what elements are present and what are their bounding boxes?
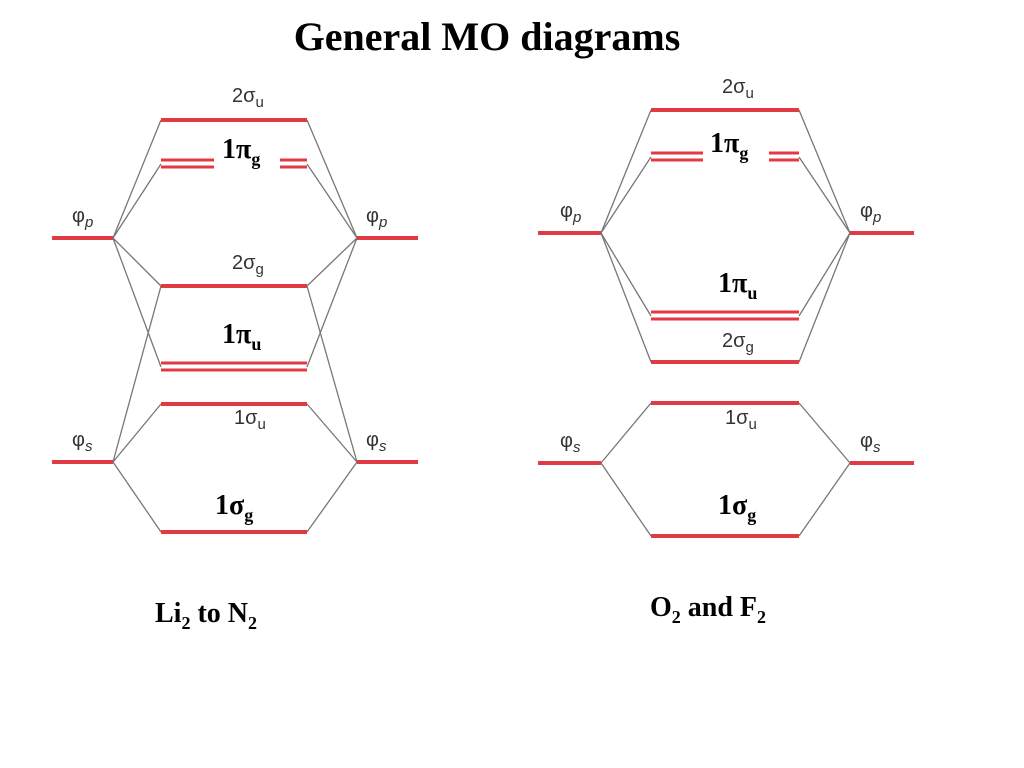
connector-line — [306, 163, 358, 239]
label-phi-p-left: φp — [72, 205, 93, 231]
diagram-li2-n2: φp φp φs φs 2σu 1πg 2σg 1πu 1σu 1σg Li2 … — [52, 85, 418, 633]
connector-line — [112, 461, 162, 533]
connector-line — [798, 109, 851, 234]
label-phi-s-left: φs — [560, 430, 581, 456]
caption-o2-and-f2: O2 and F2 — [650, 592, 766, 627]
label-2sigma-u: 2σu — [722, 76, 754, 102]
connector-line — [798, 462, 851, 537]
connector-line — [798, 232, 851, 363]
label-phi-p-left: φp — [560, 200, 581, 226]
connector-line — [306, 237, 358, 287]
connector-line — [306, 119, 358, 239]
connector-line — [306, 461, 358, 533]
caption-li2-to-n2: Li2 to N2 — [155, 598, 257, 633]
connector-line — [600, 156, 652, 234]
label-2sigma-g: 2σg — [232, 252, 264, 278]
connector-line — [306, 403, 358, 463]
right-connectors — [600, 109, 851, 537]
connector-line — [112, 285, 162, 463]
connector-line — [798, 402, 851, 464]
connector-line — [306, 237, 358, 368]
label-phi-p-right: φp — [860, 200, 881, 226]
connector-line — [112, 119, 162, 239]
connector-line — [600, 402, 652, 464]
label-phi-s-right: φs — [366, 429, 387, 455]
connector-line — [112, 237, 162, 368]
diagram-o2-f2: φp φp φs φs 2σu 1πg 1πu 2σg 1σu 1σg O2 a… — [538, 76, 914, 627]
label-phi-p-right: φp — [366, 205, 387, 231]
label-backing — [214, 128, 280, 170]
left-connectors — [112, 119, 358, 533]
label-2sigma-g: 2σg — [722, 330, 754, 356]
connector-line — [600, 232, 652, 363]
label-1pi-g: 1πg — [222, 134, 260, 169]
label-1pi-u: 1πu — [718, 268, 757, 303]
label-phi-s-right: φs — [860, 430, 881, 456]
connector-line — [306, 285, 358, 463]
connector-line — [600, 462, 652, 537]
connector-line — [112, 237, 162, 287]
label-1sigma-g: 1σg — [215, 490, 253, 525]
label-1pi-g: 1πg — [710, 128, 748, 163]
label-2sigma-u: 2σu — [232, 85, 264, 111]
connector-line — [798, 156, 851, 234]
label-1sigma-u: 1σu — [234, 407, 266, 433]
connector-line — [600, 232, 652, 317]
connector-line — [112, 403, 162, 463]
label-1pi-u: 1πu — [222, 319, 261, 354]
connector-line — [112, 163, 162, 239]
label-1sigma-g: 1σg — [718, 490, 756, 525]
connector-line — [798, 232, 851, 317]
label-1sigma-u: 1σu — [725, 407, 757, 433]
connector-line — [600, 109, 652, 234]
label-backing — [703, 122, 769, 166]
page-title: General MO diagrams — [294, 14, 681, 59]
label-phi-s-left: φs — [72, 429, 93, 455]
